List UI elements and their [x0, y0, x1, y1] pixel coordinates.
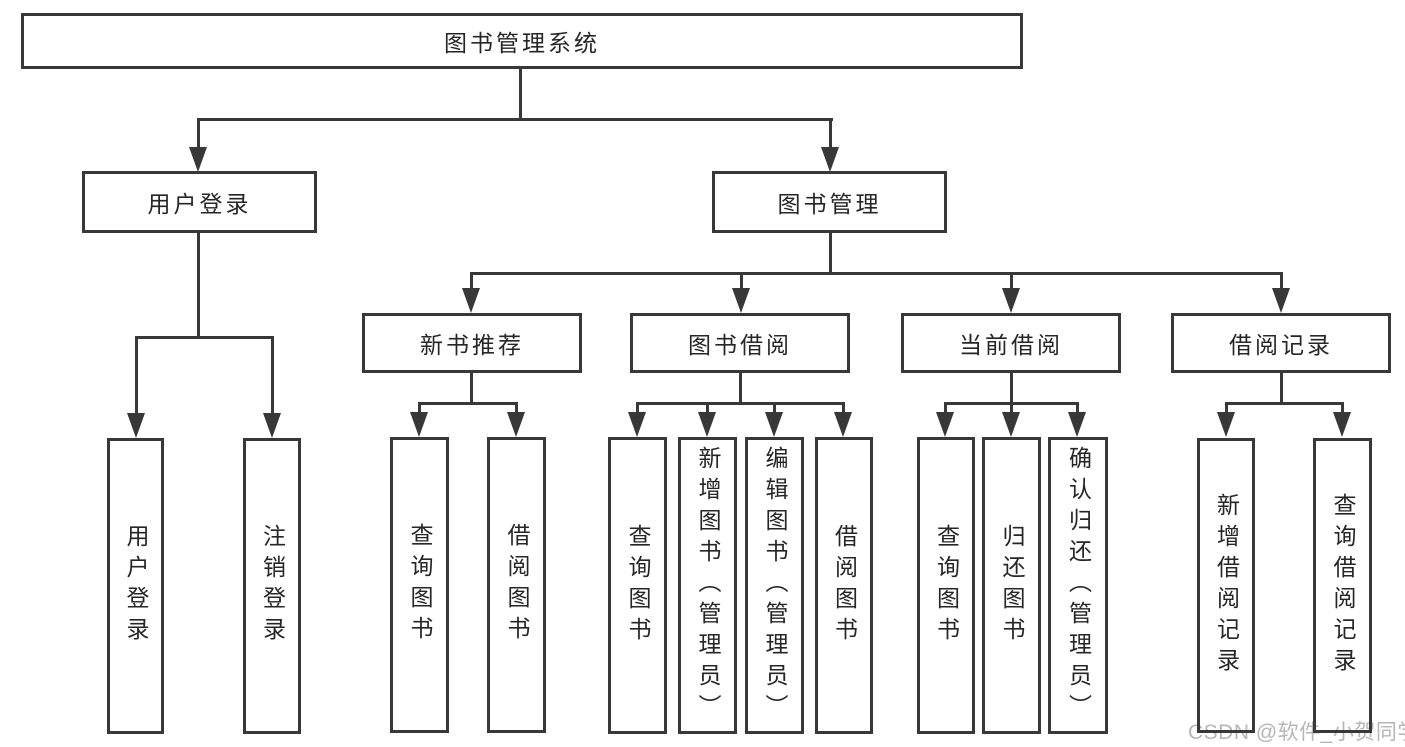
connector-borrowing-stub: [739, 373, 742, 405]
node-new-book-recommendation: 新书推荐: [362, 313, 582, 373]
connector-l3-drop1: [470, 272, 473, 290]
csdn-watermark: CSDN @软件_小贺同学: [1188, 721, 1405, 744]
connector-current-child3: [1076, 402, 1079, 414]
connector-current-stub: [1010, 373, 1013, 405]
connector-root-right: [829, 118, 832, 150]
leaf-label: 查询图书: [407, 523, 433, 647]
leaf-borrow-books-borrowing: 借阅图书: [815, 437, 873, 734]
connector-borrowing-child3: [773, 402, 776, 414]
arrow-down-icon: [410, 412, 428, 437]
leaf-return-books: 归还图书: [982, 437, 1041, 734]
connector-userlogin-child1: [135, 336, 138, 414]
arrow-down-icon: [189, 147, 207, 172]
arrow-down-icon: [1002, 288, 1020, 313]
node-user-login: 用户登录: [82, 171, 317, 233]
arrow-down-icon: [834, 412, 852, 437]
connector-recommend-child2: [515, 402, 518, 414]
leaf-label: 查询借阅记录: [1330, 492, 1356, 679]
leaf-add-borrow-record: 新增借阅记录: [1197, 438, 1255, 733]
leaf-query-books-current: 查询图书: [917, 437, 975, 734]
connector-root-left: [197, 118, 200, 150]
arrow-down-icon: [507, 412, 525, 437]
leaf-borrow-books-recommend: 借阅图书: [487, 437, 546, 733]
leaf-label: 查询图书: [933, 523, 960, 648]
leaf-label: 确认归还（管理员）: [1065, 446, 1092, 725]
leaf-label: 注销登录: [259, 524, 286, 648]
arrow-down-icon: [127, 413, 145, 438]
connector-root-split: [197, 118, 833, 121]
node-label: 图书管理: [777, 191, 882, 217]
node-library-management-system: 图书管理系统: [21, 13, 1023, 69]
leaf-label: 编辑图书（管理员）: [762, 446, 788, 725]
connector-root-stub: [519, 69, 522, 121]
arrow-down-icon: [1272, 288, 1290, 313]
node-label: 借阅记录: [1229, 332, 1333, 358]
leaf-query-books-borrowing: 查询图书: [608, 437, 667, 734]
arrow-down-icon: [1333, 412, 1351, 437]
arrow-down-icon: [1217, 412, 1235, 437]
node-label: 图书借阅: [688, 332, 792, 358]
connector-bookmgmt-split: [470, 272, 1283, 275]
connector-userlogin-split: [135, 336, 274, 339]
connector-l3-drop4: [1280, 272, 1283, 290]
leaf-label: 借阅图书: [504, 523, 530, 647]
connector-records-stub: [1280, 373, 1283, 405]
arrow-down-icon: [936, 412, 954, 437]
arrow-down-icon: [1002, 412, 1020, 437]
leaf-query-books-recommend: 查询图书: [390, 437, 449, 733]
node-borrowing-records: 借阅记录: [1171, 313, 1391, 373]
connector-recommend-split: [418, 402, 518, 405]
node-label: 当前借阅: [959, 332, 1063, 358]
node-book-management: 图书管理: [712, 171, 947, 233]
leaf-query-borrow-record: 查询借阅记录: [1313, 438, 1372, 733]
connector-records-child1: [1225, 402, 1228, 414]
arrow-down-icon: [628, 412, 646, 437]
arrow-down-icon: [1068, 412, 1086, 437]
leaf-logout: 注销登录: [243, 438, 301, 734]
connector-userlogin-child2: [271, 336, 274, 414]
arrow-down-icon: [732, 288, 750, 313]
leaf-label: 查询图书: [625, 523, 651, 648]
leaf-label: 新增图书（管理员）: [695, 446, 721, 725]
node-current-borrowing: 当前借阅: [901, 313, 1121, 373]
leaf-label: 借阅图书: [831, 523, 858, 648]
connector-current-child2: [1010, 402, 1013, 414]
leaf-label: 归还图书: [999, 523, 1025, 648]
leaf-add-books-admin: 新增图书（管理员）: [678, 437, 737, 734]
leaf-label: 新增借阅记录: [1213, 492, 1240, 679]
connector-bookmgmt-stub: [829, 233, 832, 275]
leaf-confirm-return-admin: 确认归还（管理员）: [1048, 437, 1108, 734]
node-label: 新书推荐: [420, 332, 524, 358]
connector-recommend-child1: [418, 402, 421, 414]
leaf-edit-books-admin: 编辑图书（管理员）: [745, 437, 804, 734]
arrow-down-icon: [821, 147, 839, 172]
connector-userlogin-stub: [197, 233, 200, 339]
connector-borrowing-split: [636, 402, 845, 405]
node-label: 图书管理系统: [444, 30, 600, 56]
arrow-down-icon: [765, 412, 783, 437]
arrow-down-icon: [698, 412, 716, 437]
node-book-borrowing: 图书借阅: [630, 313, 850, 373]
connector-l3-drop3: [1010, 272, 1013, 290]
connector-borrowing-child2: [706, 402, 709, 414]
connector-borrowing-child4: [842, 402, 845, 414]
leaf-label: 用户登录: [123, 524, 149, 648]
connector-recommend-stub: [470, 373, 473, 405]
node-label: 用户登录: [147, 191, 252, 217]
arrow-down-icon: [462, 288, 480, 313]
connector-borrowing-child1: [636, 402, 639, 414]
arrow-down-icon: [263, 413, 281, 438]
leaf-user-login: 用户登录: [107, 438, 164, 734]
connector-records-child2: [1341, 402, 1344, 414]
connector-l3-drop2: [740, 272, 743, 290]
connector-records-split: [1225, 402, 1344, 405]
connector-current-child1: [944, 402, 947, 414]
